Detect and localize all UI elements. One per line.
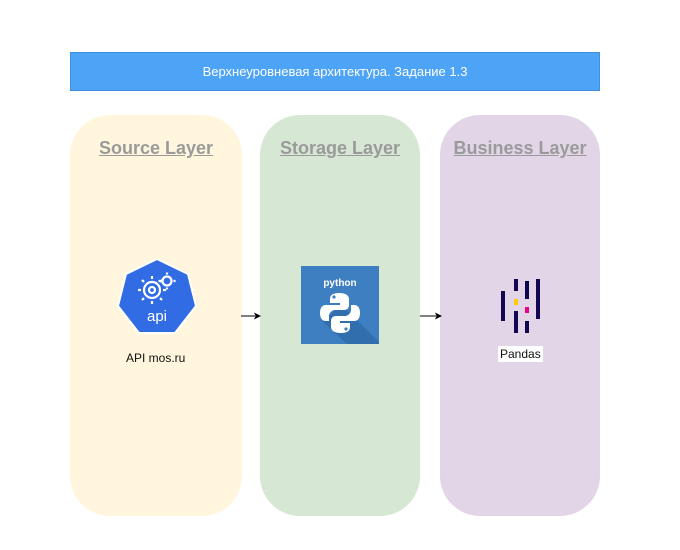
pandas-node-label: Pandas bbox=[498, 346, 543, 362]
arrow-storage-to-business bbox=[419, 309, 443, 321]
api-gear-icon: api bbox=[114, 257, 200, 341]
api-icon-text: api bbox=[147, 308, 167, 325]
pandas-logo-icon bbox=[497, 277, 543, 335]
python-logo-icon: python bbox=[301, 266, 379, 344]
diagram-title-text: Верхнеуровневая архитектура. Задание 1.3 bbox=[202, 64, 468, 79]
python-icon-text: python bbox=[323, 278, 356, 289]
business-layer: Business Layer bbox=[440, 115, 600, 516]
business-layer-title: Business Layer bbox=[453, 138, 587, 158]
storage-layer-title: Storage Layer bbox=[279, 138, 401, 158]
source-layer-title: Source Layer bbox=[98, 138, 214, 158]
diagram-title: Верхнеуровневая архитектура. Задание 1.3 bbox=[70, 52, 600, 91]
arrow-source-to-storage bbox=[240, 309, 262, 321]
api-node-label: API mos.ru bbox=[126, 351, 186, 365]
